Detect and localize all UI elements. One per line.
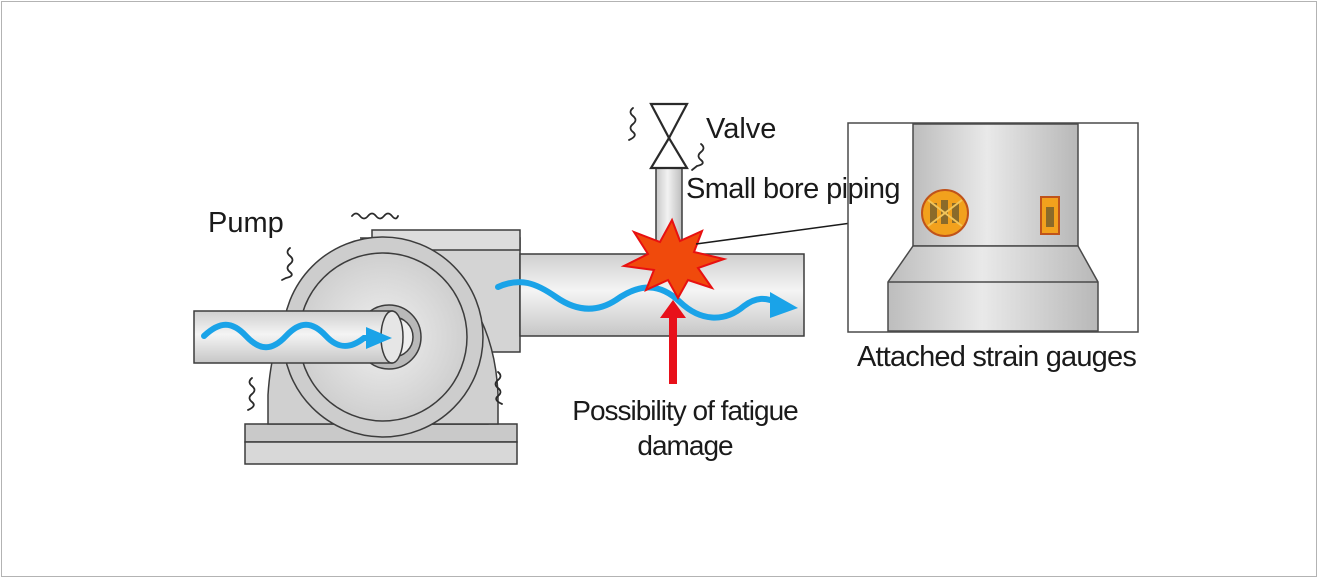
fatigue-burst-icon bbox=[620, 217, 728, 301]
flow-arrow-suction bbox=[201, 321, 392, 351]
fatigue-pointer-arrow bbox=[660, 300, 686, 384]
strain-gauge-inset bbox=[847, 122, 1139, 333]
rosette-strain-gauge-icon bbox=[921, 189, 969, 237]
fatigue-damage-label: Possibility of fatigue damage bbox=[572, 395, 798, 461]
small-bore-piping-label: Small bore piping bbox=[686, 173, 900, 205]
leader-line bbox=[695, 220, 867, 245]
vibration-marks bbox=[247, 107, 705, 411]
valve-label: Valve bbox=[706, 113, 777, 145]
suction-pipe bbox=[193, 310, 404, 364]
strain-gauges-label: Attached strain gauges bbox=[857, 341, 1137, 373]
discharge-pipe bbox=[519, 253, 805, 337]
uniaxial-strain-gauge-icon bbox=[1040, 196, 1060, 235]
valve-icon bbox=[649, 102, 689, 170]
pump-label: Pump bbox=[208, 207, 284, 239]
